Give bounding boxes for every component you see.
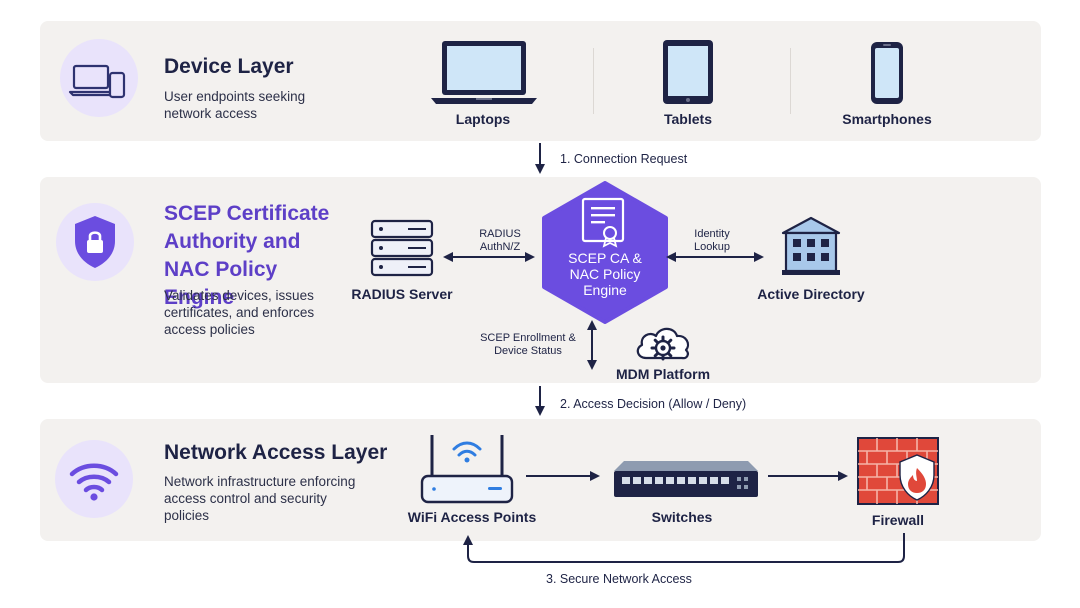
network-layer-title: Network Access Layer [164,441,388,464]
certificate-icon [581,197,625,248]
shield-lock-icon [75,216,115,268]
wifi-access-point-icon [420,435,514,504]
wifi-icon [69,463,119,501]
step2-label: 2. Access Decision (Allow / Deny) [560,397,747,411]
policy-engine-label: SCEP CA & NAC Policy Engine [568,250,642,298]
switches-label: Switches [651,509,713,525]
tablets-label: Tablets [664,111,712,127]
firewall-to-wifi-return-arrow [463,533,905,563]
active-directory-icon [781,216,841,275]
device-divider [593,48,594,114]
firewall-icon [857,437,939,505]
policy-layer-icon-circle [56,203,134,281]
network-layer-icon-circle [55,440,133,518]
policy-layer-panel [40,177,1041,383]
wifi-access-points-label: WiFi Access Points [407,509,537,525]
devices-icon [68,64,126,99]
policy-layer-title: SCEP Certificate Authority and NAC Polic… [164,202,330,309]
active-directory-label: Active Directory [757,286,865,302]
step3-label: 3. Secure Network Access [546,572,692,586]
identity-link-label: Identity Lookup [693,228,731,253]
policy-layer-description: Validates devices, issues certificates, … [164,288,315,337]
step1-label: 1. Connection Request [560,152,688,166]
device-layer-title: Device Layer [164,55,294,78]
laptops-label: Laptops [455,111,511,127]
laptop-icon [431,41,537,104]
device-layer-icon-circle [60,39,138,117]
mdm-platform-label: MDM Platform [615,366,711,382]
smartphones-label: Smartphones [842,111,932,127]
tablet-icon [663,40,713,104]
firewall-label: Firewall [871,512,925,528]
network-switch-icon [614,461,758,497]
policy-engine-hexagon [542,181,668,324]
network-layer-description: Network infrastructure enforcing access … [164,474,356,523]
radius-server-icon [370,219,434,277]
mdm-link-label: SCEP Enrollment & Device Status [480,332,576,357]
mdm-cloud-icon [636,327,690,361]
smartphone-icon [871,42,903,104]
device-divider [790,48,791,114]
device-layer-description: User endpoints seeking network access [164,89,306,121]
radius-link-label: RADIUS AuthN/Z [479,228,521,253]
radius-server-label: RADIUS Server [351,286,453,302]
